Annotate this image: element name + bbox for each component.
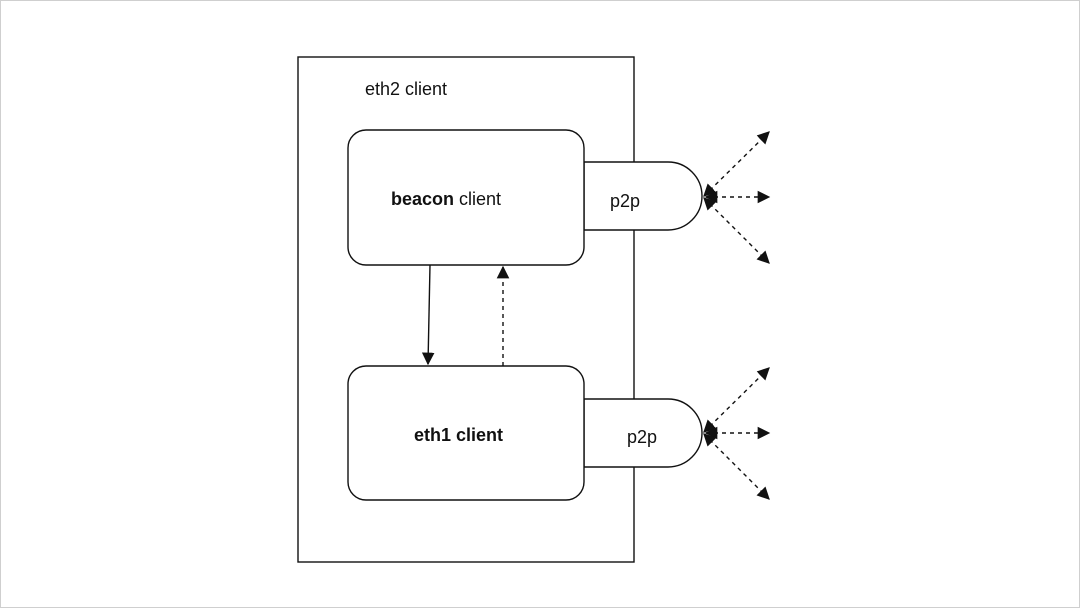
p2p-top-arrow-down [703, 197, 770, 264]
p2p-tab-top [583, 161, 703, 231]
p2p-top-peer-arrows [703, 131, 771, 264]
p2p-top-label: p2p [610, 191, 640, 211]
p2p-bottom-peer-arrows [703, 367, 771, 500]
p2p-bottom-label: p2p [627, 427, 657, 447]
beacon-client-label-bold: beacon [391, 189, 454, 209]
beacon-client-label-rest: client [454, 189, 501, 209]
eth1-client-label: eth1 client [414, 425, 503, 445]
beacon-client-label: beacon client [391, 189, 501, 209]
eth1-client-box [347, 365, 585, 501]
p2p-top-arrow-up [703, 131, 770, 197]
beacon-to-eth1-arrow [421, 264, 435, 366]
p2p-tab-bottom [583, 398, 703, 468]
beacon-client-box [347, 129, 585, 266]
p2p-bottom-arrow-down [703, 433, 770, 500]
eth2-client-label: eth2 client [365, 79, 447, 99]
p2p-bottom-arrow-up [703, 367, 770, 433]
